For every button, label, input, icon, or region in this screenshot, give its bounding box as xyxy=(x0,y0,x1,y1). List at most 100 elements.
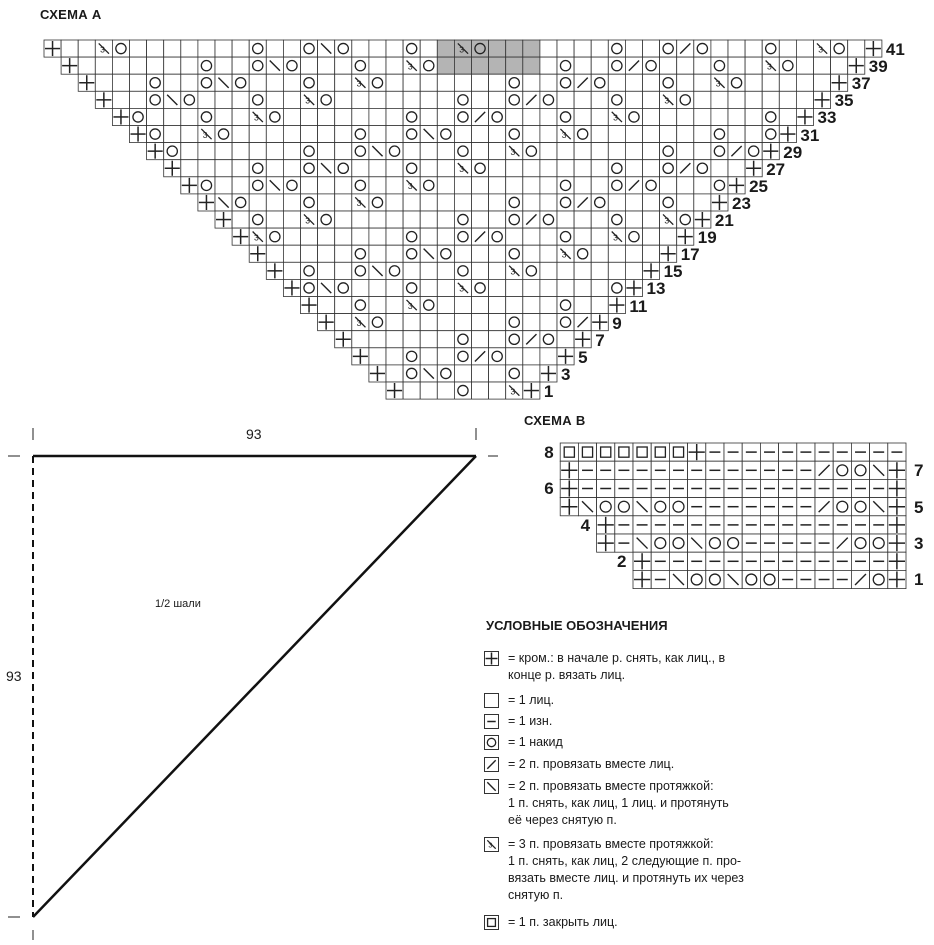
sk2p-icon: 3 xyxy=(484,837,499,852)
svg-text:3: 3 xyxy=(305,96,310,106)
svg-text:3: 3 xyxy=(510,386,515,396)
legend-item-text: = 1 изн. xyxy=(508,714,553,728)
shawl-half-label: 1/2 шали xyxy=(155,598,201,610)
chart-a-row: 3 xyxy=(317,313,609,332)
svg-text:3: 3 xyxy=(305,215,310,225)
chart-a-row: 3 xyxy=(385,381,541,400)
yarn-over-icon xyxy=(484,735,499,750)
chart-a-row-number: 11 xyxy=(629,296,648,316)
chart-b-row-number: 4 xyxy=(580,515,591,535)
chart-b-row xyxy=(596,515,907,535)
purl-icon xyxy=(484,714,499,729)
chart-a-row-number: 31 xyxy=(800,125,820,145)
chart-a-row-number: 27 xyxy=(766,159,786,179)
chart-a-row-number: 41 xyxy=(885,40,905,59)
chart-a-title: СХЕМА А xyxy=(40,7,102,22)
ssk-icon xyxy=(484,779,499,794)
svg-text:3: 3 xyxy=(459,44,464,54)
chart-b-title: СХЕМА В xyxy=(524,413,586,428)
legend-item-text: = 1 лиц. xyxy=(508,693,555,707)
svg-text:3: 3 xyxy=(357,198,362,208)
chart-a-row-number: 15 xyxy=(663,262,683,282)
svg-text:3: 3 xyxy=(664,215,669,225)
chart-a-row: 3 xyxy=(146,142,780,161)
chart-b-row xyxy=(632,551,907,571)
svg-text:3: 3 xyxy=(562,130,567,140)
chart-b-row xyxy=(632,570,907,590)
svg-text:3: 3 xyxy=(408,181,413,191)
chart-a-row: 3 xyxy=(197,193,729,212)
svg-text:3: 3 xyxy=(357,79,362,89)
svg-text:3: 3 xyxy=(459,284,464,294)
chart-a-row-number: 37 xyxy=(851,74,871,94)
chart-b-row-number: 6 xyxy=(544,479,554,499)
knit-icon xyxy=(484,693,499,708)
triangle-hypotenuse xyxy=(32,455,477,918)
svg-text:3: 3 xyxy=(254,113,259,123)
chart-a-row-number: 25 xyxy=(749,176,769,196)
legend-item-text: = 2 п. провязать вместе протяжкой: 1 п. … xyxy=(508,779,729,827)
chart-a-row: 3 3 3 xyxy=(43,39,883,58)
chart-a-row-number: 21 xyxy=(714,211,734,230)
chart-b-row-number: 5 xyxy=(914,497,924,517)
chart-a-row-number: 5 xyxy=(578,347,588,367)
shawl-half-schematic xyxy=(8,428,498,940)
chart-a-row-number: 29 xyxy=(783,142,803,162)
chart-a-row xyxy=(368,364,558,383)
legend-item-text: = 1 п. закрыть лиц. xyxy=(508,915,618,929)
chart-a-row: 3 xyxy=(248,244,678,263)
svg-text:3: 3 xyxy=(818,44,823,54)
chart-a-row-number: 33 xyxy=(817,108,837,128)
chart-b-row xyxy=(559,442,907,462)
chart-a-row: 3 xyxy=(282,278,643,297)
svg-text:3: 3 xyxy=(767,61,772,71)
chart-a-row xyxy=(351,347,575,366)
chart-b-row-number: 8 xyxy=(544,443,554,462)
chart-a-row-number: 19 xyxy=(697,228,717,248)
left-dimension-label: 93 xyxy=(6,668,22,684)
chart-b-row-number: 2 xyxy=(617,552,627,572)
svg-text:3: 3 xyxy=(100,44,105,54)
chart-a-row-number: 13 xyxy=(646,279,666,299)
svg-text:3: 3 xyxy=(357,318,362,328)
chart-a-row: 3 xyxy=(265,261,661,280)
chart-b-row-number: 3 xyxy=(914,534,924,553)
svg-text:3: 3 xyxy=(562,250,567,260)
chart-a-row-number: 7 xyxy=(595,330,605,350)
chart-a-row-number: 3 xyxy=(561,364,571,384)
legend-item-text: = 1 накид xyxy=(508,735,563,749)
legend-item-text: = 3 п. провязать вместе протяжкой: 1 п. … xyxy=(508,837,744,902)
svg-text:3: 3 xyxy=(613,113,618,123)
chart-a-row-number: 39 xyxy=(868,57,888,77)
svg-text:3: 3 xyxy=(408,61,413,71)
svg-text:3: 3 xyxy=(254,232,259,242)
chart-a-row: 3 xyxy=(180,176,746,195)
svg-text:3: 3 xyxy=(459,164,464,174)
chart-b-grid xyxy=(559,442,907,590)
svg-text:3: 3 xyxy=(664,96,669,106)
chart-b-row-number: 7 xyxy=(914,461,924,481)
chart-b-row xyxy=(559,497,907,517)
edge-stitch-icon xyxy=(484,651,499,666)
bind-off-icon xyxy=(484,915,499,930)
svg-text:3: 3 xyxy=(408,301,413,311)
chart-b-row xyxy=(559,460,907,480)
chart-a-row-number: 9 xyxy=(612,313,622,333)
legend-title: УСЛОВНЫЕ ОБОЗНАЧЕНИЯ xyxy=(486,618,668,633)
top-dimension-label: 93 xyxy=(246,426,262,442)
chart-a-row-number: 1 xyxy=(543,382,554,401)
svg-text:3: 3 xyxy=(203,130,208,140)
svg-text:3: 3 xyxy=(488,843,492,850)
chart-a-row xyxy=(334,330,592,349)
chart-a-row-number: 17 xyxy=(680,245,700,265)
chart-b-row-number: 1 xyxy=(914,570,924,590)
svg-text:3: 3 xyxy=(510,267,515,277)
chart-b-row xyxy=(596,533,907,553)
